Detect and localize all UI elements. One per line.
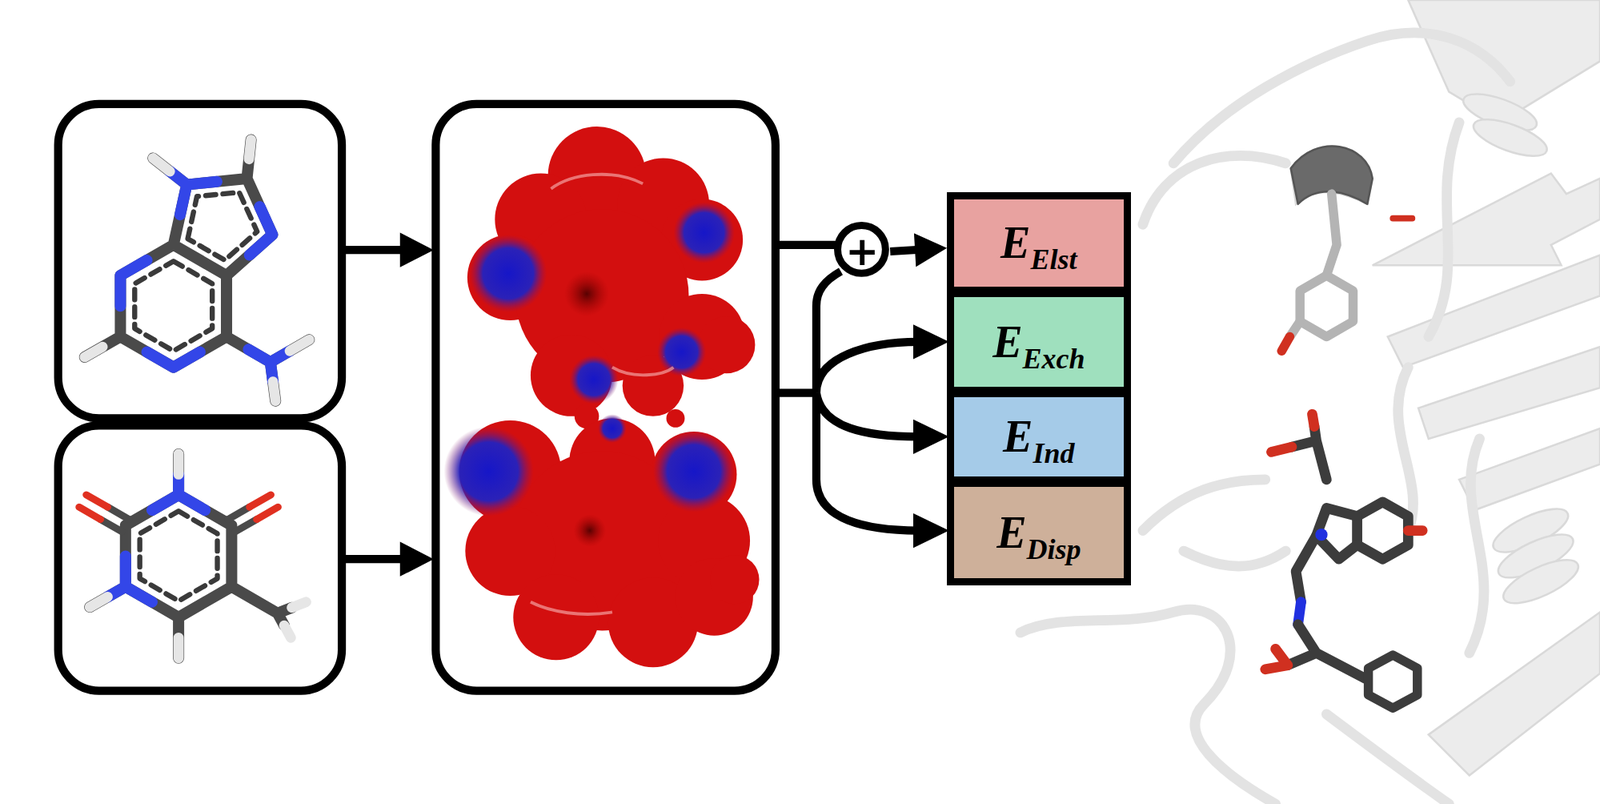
energy-symbol: E [1000, 217, 1031, 268]
connector [890, 232, 947, 267]
residue-sticks [1265, 145, 1423, 708]
label-group: EInd [1002, 413, 1075, 459]
connector-line [890, 249, 917, 252]
thymine-molecule [79, 453, 307, 658]
molecule-frame [58, 104, 776, 691]
energy-box: EInd [946, 389, 1131, 484]
energy-symbol: E [992, 316, 1023, 367]
energy-subscript: Exch [1022, 342, 1085, 375]
flow-arrows [344, 244, 919, 559]
energy-subscript: Elst [1030, 243, 1077, 276]
label-group: EElst [1000, 220, 1077, 265]
label-group: + [845, 232, 879, 273]
energy-symbol: E [1002, 411, 1033, 462]
arrow-heads [400, 232, 950, 576]
label-group: EExch [992, 319, 1085, 365]
energy-box: EDisp [946, 479, 1131, 586]
energy-box: EExch [946, 289, 1131, 394]
energy-symbol: E [996, 507, 1027, 558]
sum-circle: + [834, 221, 891, 285]
arrow-head [914, 232, 947, 267]
label-group: EDisp [996, 509, 1081, 555]
energy-box: EElst [946, 192, 1131, 294]
energy-subscript: Ind [1032, 437, 1075, 470]
esp-surface [444, 126, 760, 667]
energy-subscript: Disp [1026, 533, 1081, 566]
sum-symbol: + [845, 228, 879, 275]
adenine-molecule [84, 140, 309, 402]
